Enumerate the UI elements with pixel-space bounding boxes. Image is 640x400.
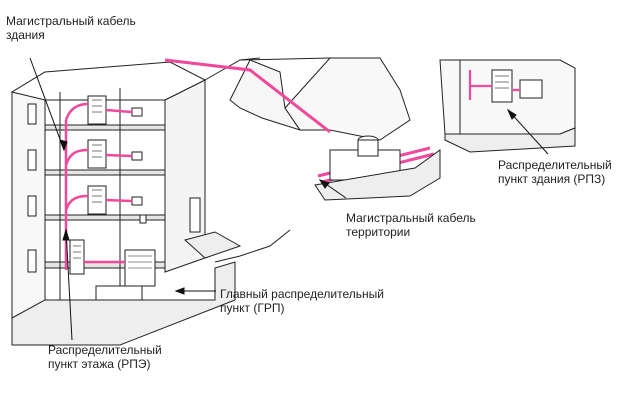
leader-building-distributor xyxy=(507,109,549,155)
main-building xyxy=(10,61,236,346)
label-main-distributor: Главный распределительный пункт (ГРП) xyxy=(220,287,384,315)
leader-building-backbone xyxy=(29,57,65,151)
terrain xyxy=(183,57,291,263)
cabinet-floor-3 xyxy=(87,139,107,169)
floor-4 xyxy=(44,124,166,131)
label-floor-distributor: Распределительный пункт этажа (РПЭ) xyxy=(48,343,162,371)
door-floor-3 xyxy=(27,103,37,125)
leader-floor-distributor xyxy=(65,229,73,341)
second-building xyxy=(439,59,576,153)
leader-lines xyxy=(29,57,549,341)
door-floor-2 xyxy=(27,149,37,171)
cabinet-building-distributor xyxy=(491,69,513,103)
floor-2 xyxy=(44,214,166,221)
label-campus-backbone: Магистральный кабель территории xyxy=(346,211,476,239)
campus-trench xyxy=(229,57,411,141)
label-building-distributor: Распределительный пункт здания (РПЗ) xyxy=(498,158,612,186)
door-right xyxy=(189,197,201,233)
door-floor-1 xyxy=(27,195,37,217)
cabinet-main xyxy=(69,239,85,275)
floor-3 xyxy=(44,169,166,176)
desks-main xyxy=(95,285,143,301)
label-building-backbone: Магистральный кабель здания xyxy=(6,14,136,42)
door-ground xyxy=(27,249,37,273)
cable-vault xyxy=(314,135,441,201)
building-roof xyxy=(10,61,207,101)
building-distributor-cable xyxy=(468,70,520,100)
